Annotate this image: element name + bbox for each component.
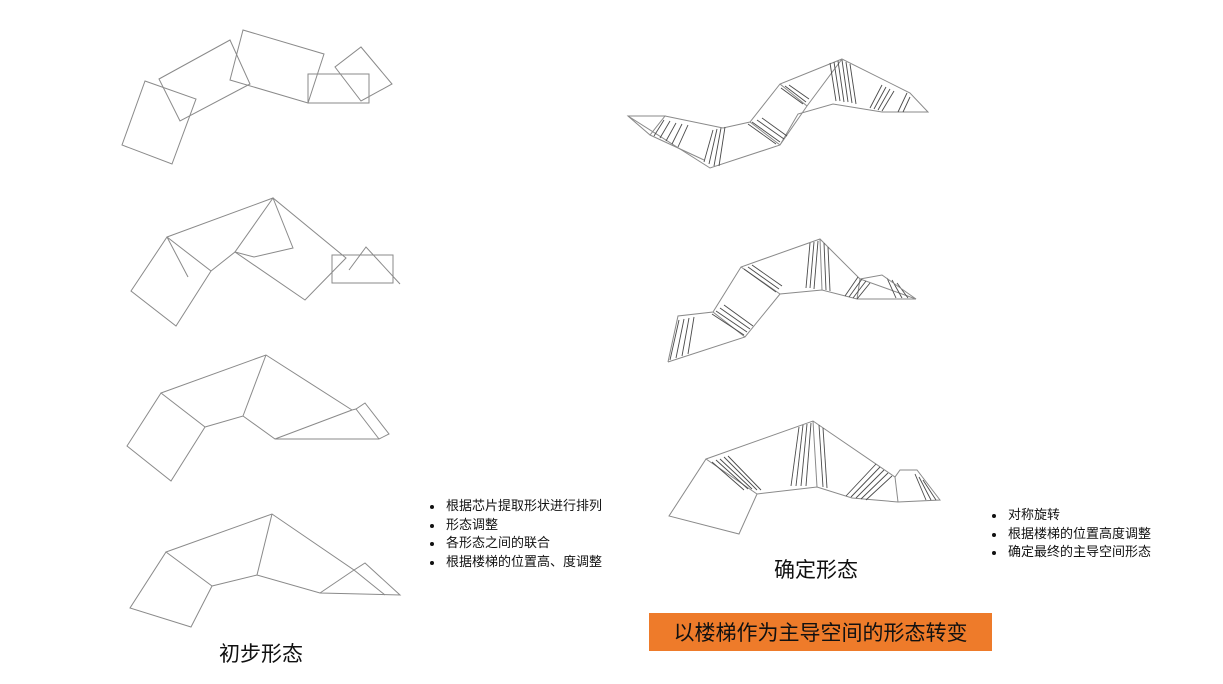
- note-item: 各形态之间的联合: [428, 535, 602, 554]
- notes-left: 根据芯片提取形状进行排列 形态调整 各形态之间的联合 根据楼梯的位置高、度调整: [428, 498, 602, 572]
- final-form-caption: 确定形态: [774, 558, 858, 582]
- note-item: 根据芯片提取形状进行排列: [428, 498, 602, 517]
- initial-form-caption: 初步形态: [219, 642, 303, 666]
- note-item: 确定最终的主导空间形态: [990, 544, 1151, 563]
- title-banner: 以楼梯作为主导空间的形态转变: [649, 613, 992, 651]
- form-step-1: [121, 29, 393, 165]
- banner-text: 以楼梯作为主导空间的形态转变: [673, 621, 968, 645]
- form-step-4: [129, 513, 402, 628]
- notes-right: 对称旋转 根据楼梯的位置高度调整 确定最终的主导空间形态: [990, 507, 1151, 563]
- note-item: 根据楼梯的位置高、度调整: [428, 554, 602, 573]
- form-step-3: [126, 354, 390, 482]
- note-item: 根据楼梯的位置高度调整: [990, 526, 1151, 545]
- stair-form-2: [667, 238, 917, 363]
- note-item: 对称旋转: [990, 507, 1151, 526]
- stair-form-3: [668, 420, 941, 535]
- form-step-2: [130, 196, 401, 327]
- stair-form-1: [626, 58, 930, 169]
- note-item: 形态调整: [428, 517, 602, 536]
